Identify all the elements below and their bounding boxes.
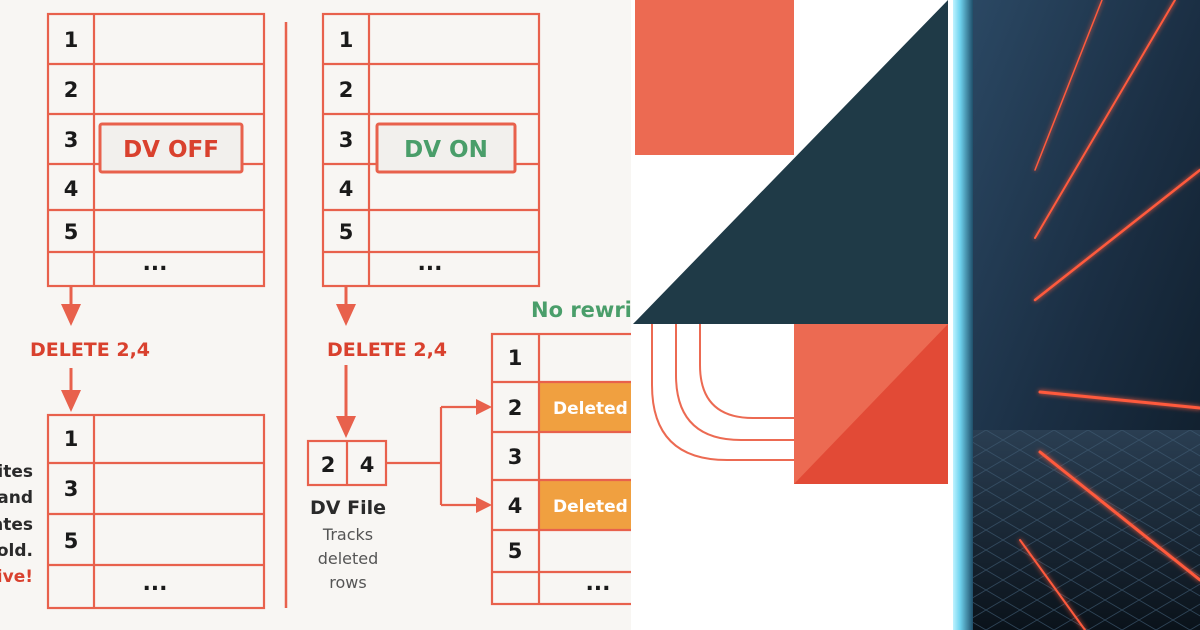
row-number: 3 [64, 477, 79, 501]
arrow-down-icon [61, 287, 81, 326]
row-number: 4 [339, 177, 354, 201]
row-number: 3 [508, 445, 523, 469]
table-after-dv [490, 332, 631, 606]
neon-corridor-photo [953, 0, 1200, 630]
dv-off-badge: DV OFF [98, 122, 244, 174]
delete-operation-label: DELETE 2,4 [30, 339, 150, 361]
arrow-down-icon [336, 287, 356, 326]
side-note-line: ites [0, 462, 33, 482]
dv-diagram-panel: 1 2 3 4 5 ... DV OFF DELETE 2,4 1 [0, 0, 642, 630]
diagram-background [0, 0, 631, 630]
delete-operation-label: DELETE 2,4 [327, 339, 447, 361]
dv-file-desc-line: rows [329, 573, 366, 592]
dv-on-badge: DV ON [375, 122, 517, 174]
glowing-wall [953, 0, 973, 630]
more-rows-ellipsis: ... [417, 251, 442, 276]
dv-off-label: DV OFF [123, 137, 219, 163]
dv-file-desc-line: deleted [318, 549, 379, 568]
row-number: 1 [64, 427, 79, 451]
dv-file-title: DV File [310, 497, 386, 519]
more-rows-ellipsis: ... [585, 571, 610, 596]
no-rewrite-label: No rewrit [531, 298, 642, 322]
row-number: 3 [339, 128, 354, 152]
navy-triangle [633, 0, 948, 324]
deleted-label: Deleted [553, 399, 628, 419]
arrow-right-icon [476, 497, 492, 513]
dv-file-cell: 2 [321, 453, 336, 477]
row-number: 5 [64, 220, 79, 244]
side-note-line: ntes [0, 515, 33, 535]
row-number: 4 [508, 494, 523, 518]
arrow-right-icon [476, 399, 492, 415]
dv-file-cell: 4 [360, 453, 375, 477]
dv-connector-arrows [387, 399, 492, 513]
curved-lines [651, 324, 794, 461]
deleted-marker [539, 481, 631, 529]
more-rows-ellipsis: ... [142, 251, 167, 276]
more-rows-ellipsis: ... [142, 571, 167, 596]
row-number: 1 [508, 346, 523, 370]
row-number: 3 [64, 128, 79, 152]
row-number: 4 [64, 177, 79, 201]
row-number: 1 [339, 28, 354, 52]
orange-square [635, 0, 794, 155]
table-after-rewrite [46, 413, 266, 610]
table-before-dv-off [46, 12, 266, 288]
side-note-warning: ive! [0, 567, 33, 587]
row-number: 2 [508, 396, 523, 420]
arrow-down-icon [61, 368, 81, 412]
row-number: 5 [508, 539, 523, 563]
dv-on-label: DV ON [404, 137, 488, 163]
row-number: 1 [64, 28, 79, 52]
dv-file-box [306, 439, 388, 487]
row-number: 2 [339, 78, 354, 102]
row-number: 5 [64, 529, 79, 553]
side-note-line: old. [0, 541, 33, 561]
geometric-logo-art [631, 0, 953, 630]
row-number: 5 [339, 220, 354, 244]
arrow-down-icon [336, 365, 356, 438]
deleted-label: Deleted [553, 497, 628, 517]
red-triangle [794, 324, 948, 484]
side-note-line: and [0, 488, 33, 508]
dv-file-desc-line: Tracks [322, 525, 373, 544]
deleted-marker [539, 383, 631, 431]
neon-laser-lines [1019, 0, 1200, 630]
row-number: 2 [64, 78, 79, 102]
